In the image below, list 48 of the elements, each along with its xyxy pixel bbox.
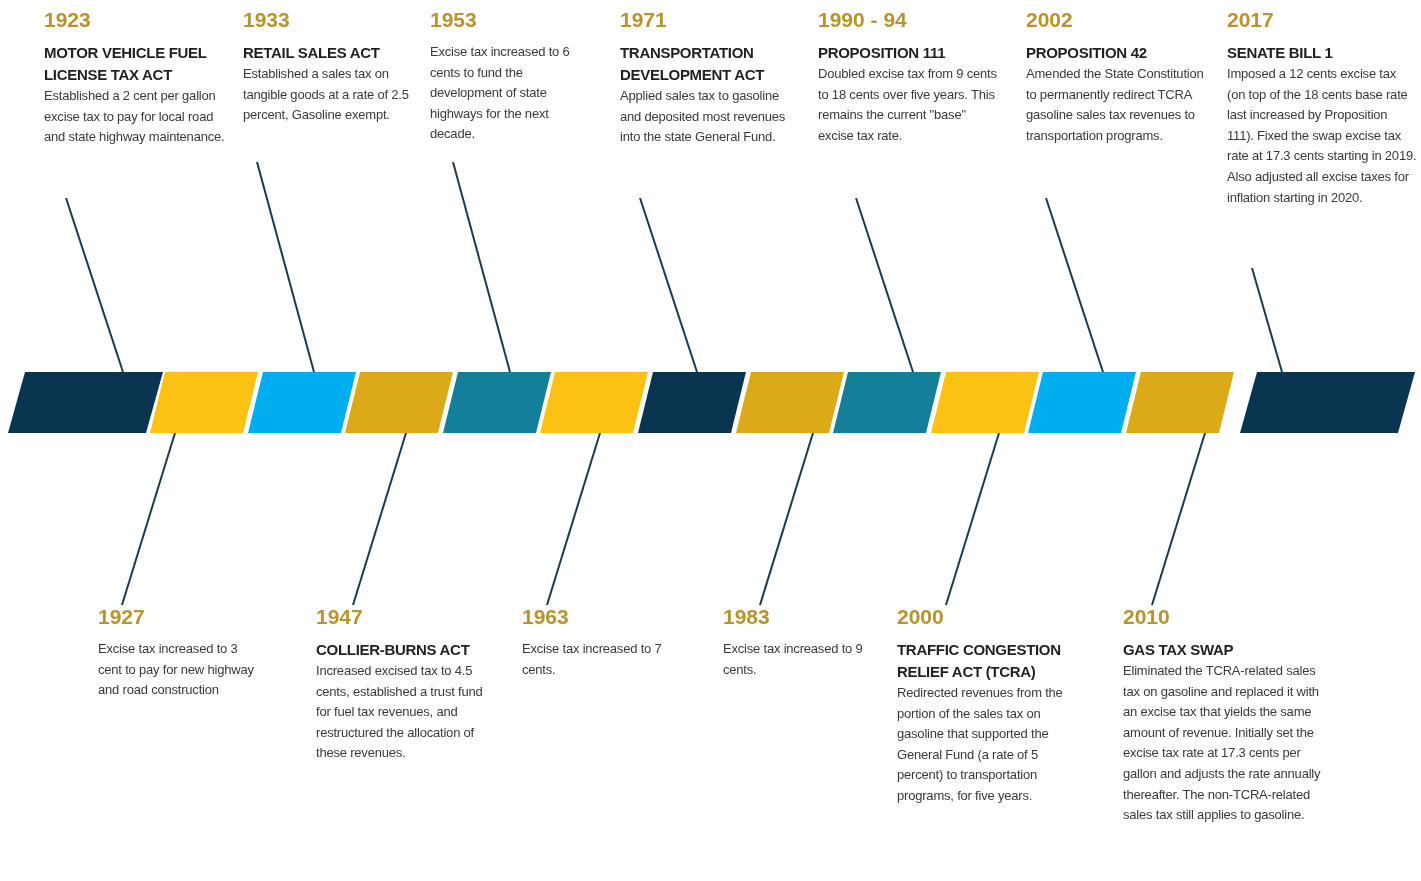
event-heading: TRANSPORTATION DEVELOPMENT ACT bbox=[620, 43, 766, 85]
year-label: 2010 bbox=[1123, 605, 1170, 629]
year-label: 2017 bbox=[1227, 8, 1274, 32]
event-description: Eliminated the TCRA-related sales tax on gasoline and replaced it with an excise tax that yields the same amount of revenue. Initially set the excise tax rate at 17.3 cents per gallon and adjusts the rate annually thereafter. The non-TCRA-related sales tax still applies to gasoline. bbox=[1123, 662, 1322, 825]
year-label: 2000 bbox=[897, 605, 944, 629]
event-description: Excise tax increased to 6 cents to fund the development of state highways for the next decade. bbox=[430, 43, 571, 144]
event-description: Redirected revenues from the portion of the sales tax on gasoline that supported the General Fund (a rate of 5 percent) to transportation programs, for five years. bbox=[897, 684, 1064, 805]
leader-line bbox=[855, 197, 914, 373]
leader-line bbox=[1045, 197, 1104, 373]
leader-line bbox=[1251, 267, 1283, 373]
leader-line bbox=[121, 432, 176, 606]
year-label: 2002 bbox=[1026, 8, 1073, 32]
event-description: Excise tax increased to 3 cent to pay for new highway and road construction bbox=[98, 640, 255, 700]
leader-line bbox=[65, 197, 124, 373]
event-heading: TRAFFIC CONGESTION RELIEF ACT (TCRA) bbox=[897, 640, 1062, 682]
event-heading: PROPOSITION 111 bbox=[818, 43, 947, 63]
event-heading: COLLIER-BURNS ACT bbox=[316, 640, 471, 660]
year-label: 1923 bbox=[44, 8, 91, 32]
event-heading: PROPOSITION 42 bbox=[1026, 43, 1148, 63]
year-label: 1927 bbox=[98, 605, 145, 629]
event-heading: RETAIL SALES ACT bbox=[243, 43, 381, 63]
leader-line bbox=[546, 432, 601, 606]
event-heading: GAS TAX SWAP bbox=[1123, 640, 1235, 660]
event-description: Established a sales tax on tangible goods at a rate of 2.5 percent, Gasoline exempt. bbox=[243, 65, 410, 125]
event-description: Amended the State Constitution to permanently redirect TCRA gasoline sales tax revenues to transportation programs. bbox=[1026, 65, 1205, 145]
event-description: Established a 2 cent per gallon excise tax to pay for local road and state highway maintenance. bbox=[44, 87, 226, 147]
event-description: Doubled excise tax from 9 cents to 18 cents over five years. This remains the current "base" excise tax rate. bbox=[818, 65, 998, 145]
event-description: Excise tax increased to 7 cents. bbox=[522, 640, 663, 679]
year-label: 1971 bbox=[620, 8, 667, 32]
year-label: 1953 bbox=[430, 8, 477, 32]
year-label: 1963 bbox=[522, 605, 569, 629]
event-description: Excise tax increased to 9 cents. bbox=[723, 640, 864, 679]
year-label: 1990 - 94 bbox=[818, 8, 907, 32]
event-heading: MOTOR VEHICLE FUEL LICENSE TAX ACT bbox=[44, 43, 208, 85]
year-label: 1983 bbox=[723, 605, 770, 629]
leader-line bbox=[759, 432, 814, 606]
leader-line bbox=[945, 432, 1000, 606]
year-label: 1947 bbox=[316, 605, 363, 629]
leader-line bbox=[1151, 432, 1206, 606]
leader-line bbox=[452, 161, 511, 373]
year-label: 1933 bbox=[243, 8, 290, 32]
leader-line bbox=[352, 432, 407, 606]
event-description: Increased excised tax to 4.5 cents, established a trust fund for fuel tax revenues, and restructured the allocation of these revenues. bbox=[316, 662, 484, 763]
event-heading: SENATE BILL 1 bbox=[1227, 43, 1334, 63]
leader-line bbox=[256, 161, 315, 373]
leader-line bbox=[639, 197, 698, 373]
event-description: Imposed a 12 cents excise tax (on top of the 18 cents base rate last increased by Proposition 111). Fixed the swap excise tax rate at 17.3 cents starting in 2019. Also adjusted all excise taxes for inflation starting in 2020. bbox=[1227, 65, 1417, 207]
event-description: Applied sales tax to gasoline and deposited most revenues into the state General Fund. bbox=[620, 87, 787, 147]
